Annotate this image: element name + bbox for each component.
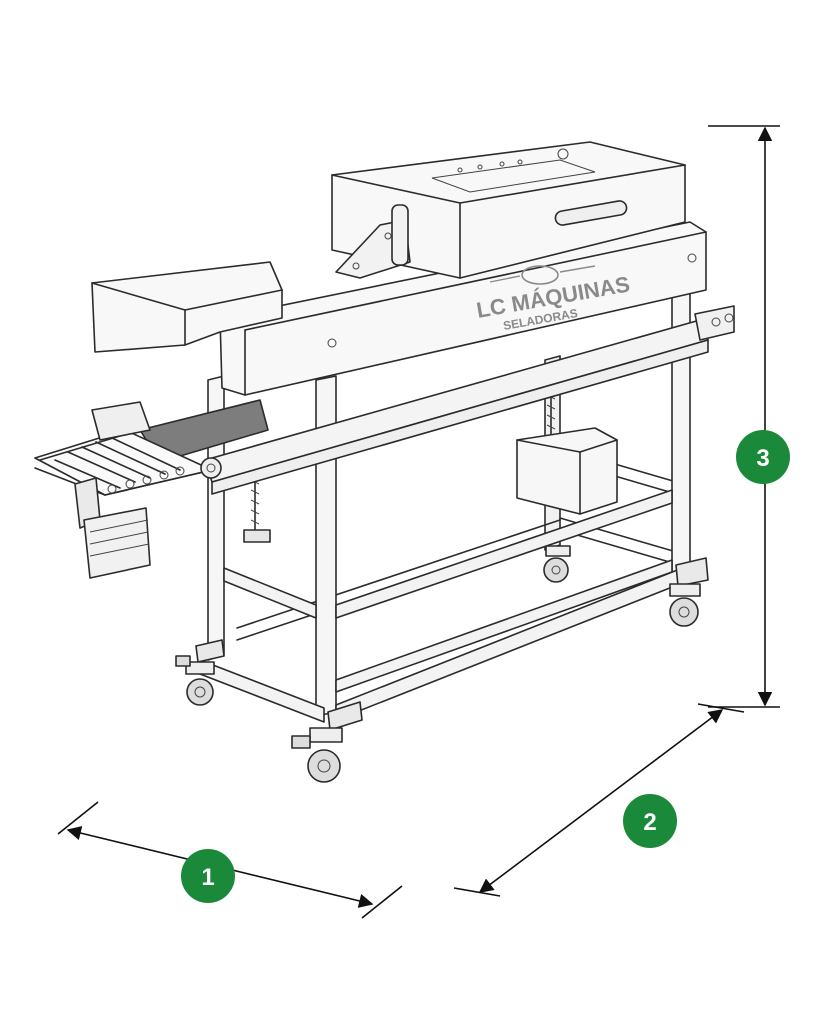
caster-front-left bbox=[175, 655, 215, 706]
dimension-badge-3: 3 bbox=[736, 430, 790, 484]
sealer-body bbox=[91, 141, 707, 396]
caster-front-center bbox=[291, 727, 343, 783]
infeed-rollers bbox=[34, 429, 222, 496]
conveyor-rail bbox=[139, 305, 735, 495]
dimension-label-3: 3 bbox=[756, 445, 769, 472]
badge-circle bbox=[736, 430, 790, 484]
dimension-badge-2: 2 bbox=[623, 794, 677, 848]
dimension-label-1: 1 bbox=[201, 864, 214, 891]
drive-motor bbox=[74, 401, 151, 579]
badge-circle bbox=[181, 849, 235, 903]
caster-rear-center bbox=[543, 545, 571, 583]
dimension-label-2: 2 bbox=[643, 809, 656, 836]
badge-circle bbox=[623, 794, 677, 848]
caster-rear-right bbox=[669, 583, 701, 627]
dimension-badge-1: 1 bbox=[181, 849, 235, 903]
control-box bbox=[516, 427, 618, 515]
